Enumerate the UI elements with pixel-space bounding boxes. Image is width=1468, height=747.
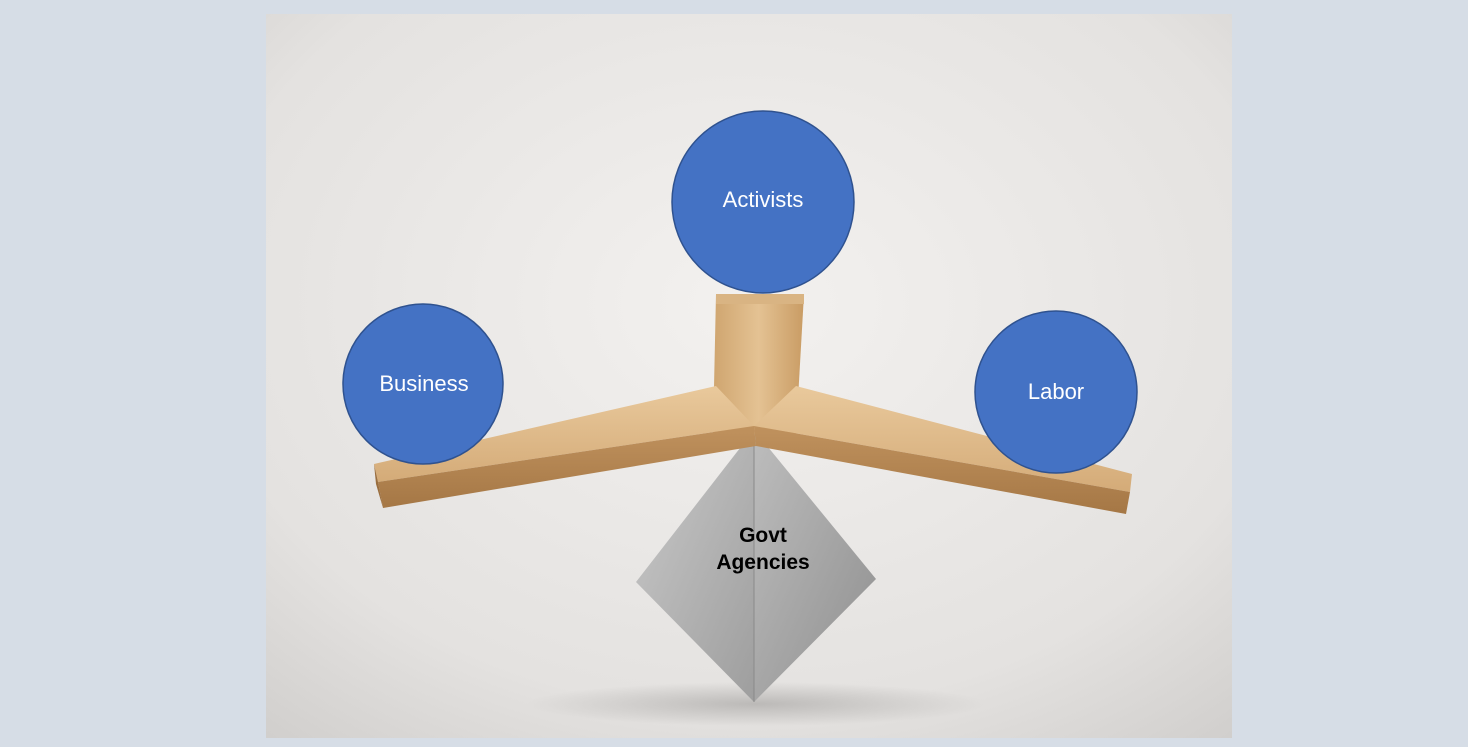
pyramid-fulcrum xyxy=(636,430,876,702)
activists-circle xyxy=(671,110,855,294)
business-circle xyxy=(342,303,504,465)
center-stem xyxy=(713,294,804,434)
balance-scale-diagram: Activists Business Labor Govt Agencies xyxy=(266,14,1232,738)
floor-shadow xyxy=(526,682,986,726)
govt-agencies-label: Govt Agencies xyxy=(683,522,843,576)
govt-agencies-line2: Agencies xyxy=(716,551,810,574)
govt-agencies-line1: Govt xyxy=(739,524,787,547)
scale-illustration xyxy=(266,14,1232,738)
left-beam xyxy=(374,386,756,508)
labor-circle xyxy=(974,310,1138,474)
